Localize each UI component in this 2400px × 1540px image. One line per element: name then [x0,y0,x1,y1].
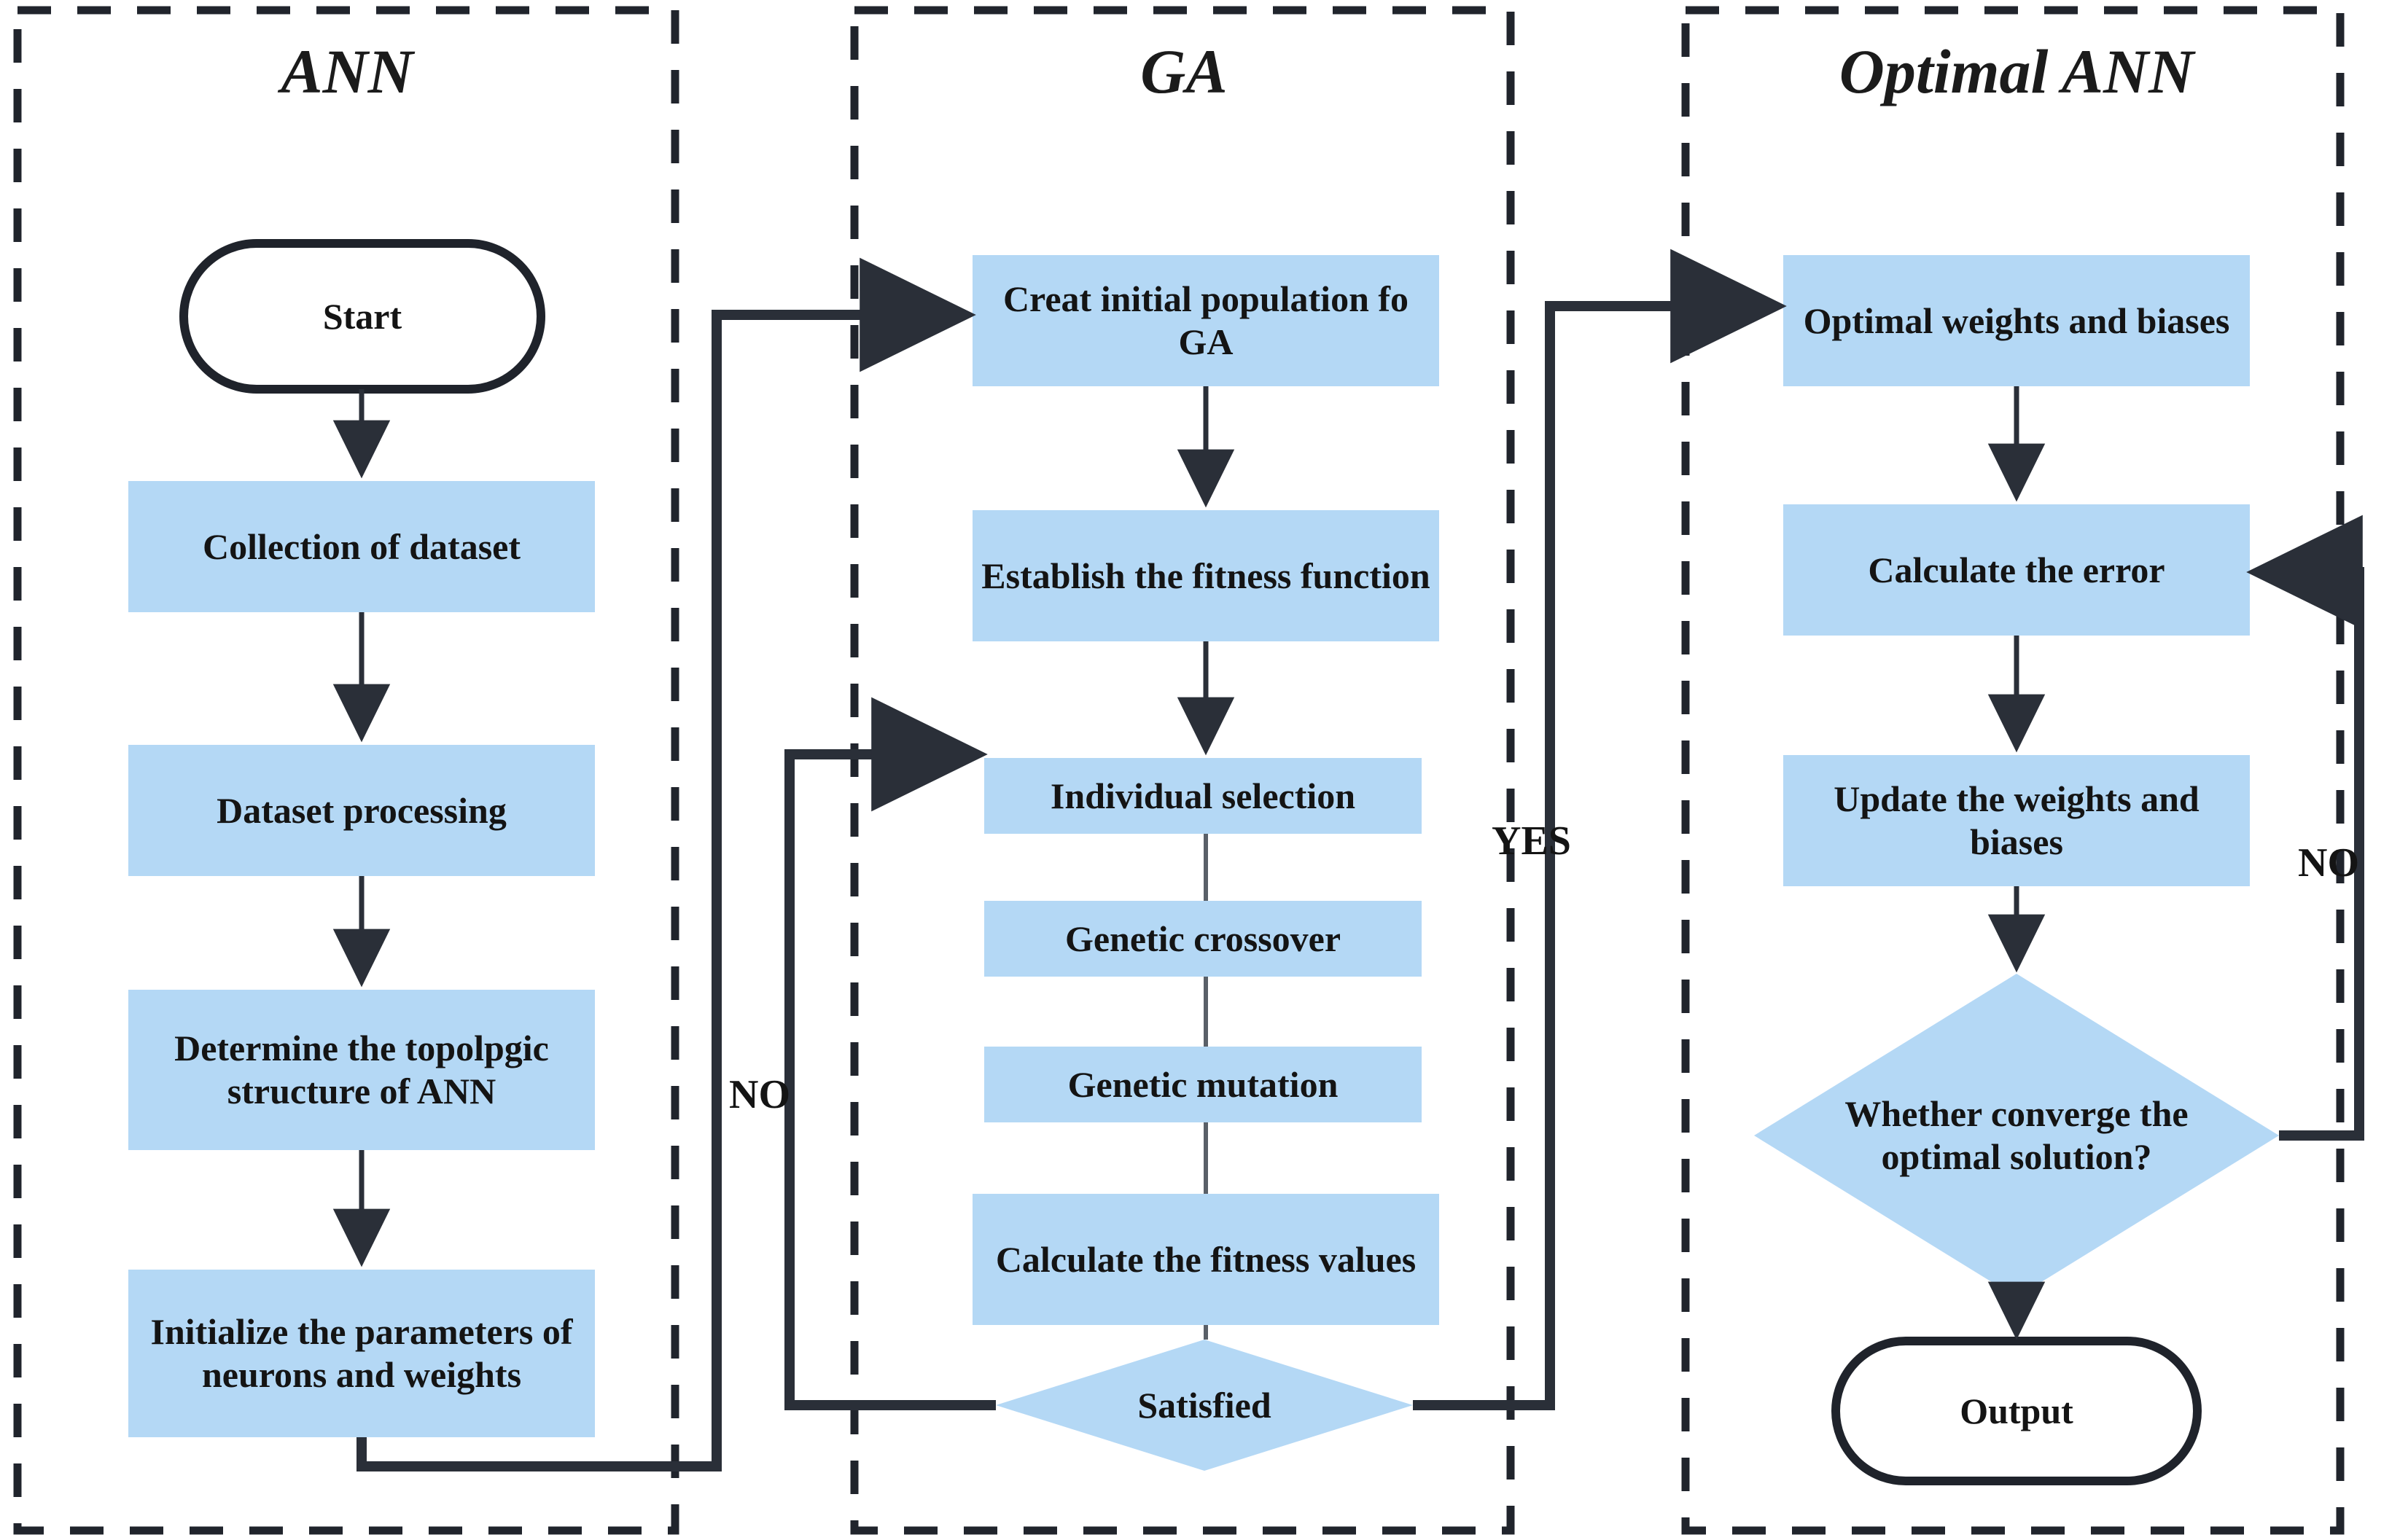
panel-border-optimal-ann [1681,6,2345,1535]
node-shapes-optimal-ann [1754,255,2279,1485]
node-converge [1754,974,2279,1297]
panel-title-optimal-ann: Optimal ANN [1839,36,2194,106]
node-opt-weights [1783,255,2250,386]
node-calc-error [1783,504,2250,636]
node-collection [128,481,595,612]
node-create-pop [973,255,1439,386]
edge-satisfied-no-to-selection [784,697,996,1410]
node-crossover [984,901,1422,977]
panel-border-ga [850,6,1515,1535]
node-topology [128,990,595,1150]
panel-border-ann [13,6,679,1535]
edge-satisfied-yes-to-opt-weights [1413,249,1787,1410]
node-satisfied [996,1340,1413,1471]
node-start [179,239,545,394]
node-calc-fitness [973,1194,1439,1325]
node-initialize [128,1270,595,1437]
node-fitness-fn [973,510,1439,641]
node-mutation [984,1047,1422,1122]
edge-converge-no-to-calc-error [2246,515,2364,1141]
node-output [1831,1337,2202,1485]
node-selection [984,758,1422,834]
node-update-wb [1783,755,2250,886]
panel-title-ann: ANN [281,36,413,106]
node-shapes-ga [973,255,1439,1471]
edge-label-optimal-no: NO [2298,840,2359,886]
node-shapes-ann [128,239,595,1437]
edge-label-ga-yes: YES [1492,818,1571,864]
edge-label-ga-no: NO [729,1072,790,1117]
panel-title-ga: GA [1140,36,1228,106]
edge-initialize-to-create-pop [357,257,976,1471]
node-processing [128,745,595,876]
